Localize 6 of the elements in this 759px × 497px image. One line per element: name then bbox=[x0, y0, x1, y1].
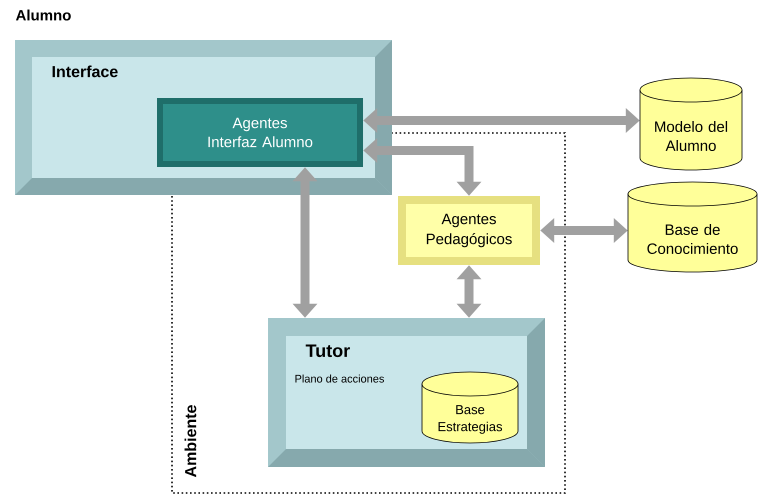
heading: Alumno bbox=[16, 10, 71, 21]
database-cylinder: Base Estrategias bbox=[422, 372, 518, 444]
database-cylinder: Base de Conocimiento bbox=[628, 182, 758, 272]
bevel-box: Agentes Pedagógicos bbox=[398, 196, 540, 265]
database-cylinder: Modelo del Alumno bbox=[640, 78, 742, 170]
bevel-box: Agentes Interfaz Alumno bbox=[157, 98, 363, 167]
